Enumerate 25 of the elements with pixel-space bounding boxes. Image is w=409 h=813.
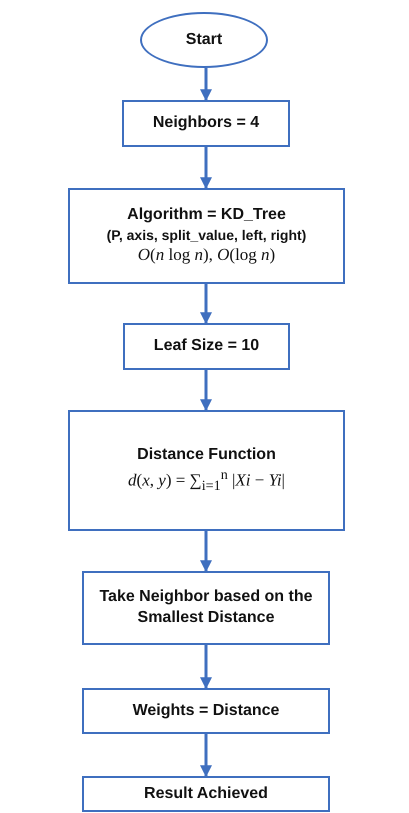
process-box: [122, 100, 290, 147]
process-box: [68, 188, 345, 284]
node-label: Take Neighbor based on the Smallest Distance: [98, 587, 314, 628]
node-label: Result Achieved: [143, 784, 269, 804]
process-box: [82, 776, 330, 812]
arrow: [200, 284, 212, 324]
node-label: Algorithm = KD_Tree: [126, 205, 287, 226]
arrow: [200, 531, 212, 572]
node-label: Start: [184, 30, 224, 50]
formula: d(x, y) = ∑$_{i=1}$$^{n}$ |Xi − Yi|: [127, 466, 286, 496]
node-label: Weights = Distance: [132, 700, 280, 721]
process-box: [123, 323, 290, 370]
arrow: [200, 147, 212, 190]
arrow: [200, 734, 212, 778]
formula: O(n log n), O(log n): [136, 244, 276, 266]
node-label: Leaf Size = 10: [152, 336, 260, 356]
process-box: [82, 688, 330, 734]
node-label: Distance Function: [136, 445, 277, 466]
process-box: [68, 410, 345, 531]
arrow: [200, 68, 212, 102]
arrow: [200, 645, 212, 690]
process-box: [82, 571, 330, 645]
arrow: [200, 370, 212, 412]
node-label: (P, axis, split_value, left, right): [106, 226, 308, 244]
node-label: Neighbors = 4: [152, 113, 260, 134]
